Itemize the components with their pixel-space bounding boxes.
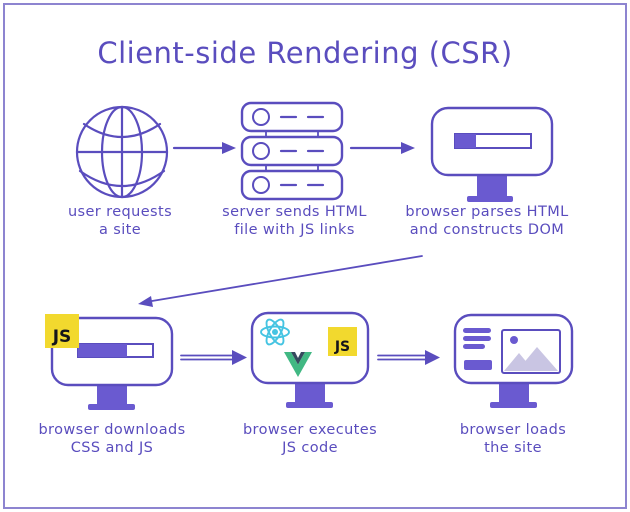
- content-block: [464, 360, 492, 370]
- globe-icon: [75, 105, 169, 199]
- diagram-title: Client-side Rendering (CSR): [97, 36, 513, 70]
- monitor-progress-icon: [430, 106, 554, 202]
- label-line: JS code: [282, 440, 338, 456]
- monitor-webpage-icon: [453, 313, 574, 408]
- js-badge-small: JS: [328, 327, 357, 356]
- progress-bar-low: [454, 133, 532, 149]
- label-line: file with JS links: [234, 222, 355, 238]
- js-badge: JS: [45, 314, 79, 348]
- step-label-user-requests: user requests a site: [40, 203, 200, 239]
- server-stack-icon: [240, 101, 344, 201]
- label-line: the site: [484, 440, 542, 456]
- step-label-browser-loads: browser loads the site: [433, 421, 593, 457]
- js-badge-small-label: JS: [334, 339, 350, 355]
- arrow-right-1: [172, 142, 236, 154]
- label-line: server sends HTML: [222, 204, 367, 220]
- label-line: browser executes: [242, 422, 378, 438]
- step-label-server-sends: server sends HTML file with JS links: [212, 203, 377, 239]
- label-line: CSS and JS: [70, 440, 154, 456]
- label-line: browser downloads: [38, 422, 186, 438]
- label-line: and constructs DOM: [409, 222, 565, 238]
- arrow-diagonal: [138, 255, 423, 307]
- vuejs-icon: [284, 352, 312, 377]
- label-line: user requests: [67, 204, 173, 220]
- image-placeholder: [501, 329, 561, 374]
- text-lines: [463, 328, 491, 349]
- arrow-right-3: [180, 350, 247, 365]
- arrow-right-4: [377, 350, 440, 365]
- label-line: a site: [98, 222, 142, 238]
- monitor-progress-js-icon: JS: [45, 314, 174, 410]
- step-label-browser-executes: browser executes JS code: [230, 421, 390, 457]
- label-line: browser loads: [459, 422, 567, 438]
- label-line: browser parses HTML: [405, 204, 569, 220]
- arrow-right-2: [349, 142, 415, 154]
- step-label-browser-parses: browser parses HTML and constructs DOM: [397, 203, 577, 239]
- react-icon: [260, 318, 290, 346]
- js-badge-label: JS: [52, 327, 72, 347]
- monitor-frameworks-icon: JS: [250, 311, 370, 408]
- step-label-browser-downloads: browser downloads CSS and JS: [32, 421, 192, 457]
- progress-bar-high: [77, 343, 154, 358]
